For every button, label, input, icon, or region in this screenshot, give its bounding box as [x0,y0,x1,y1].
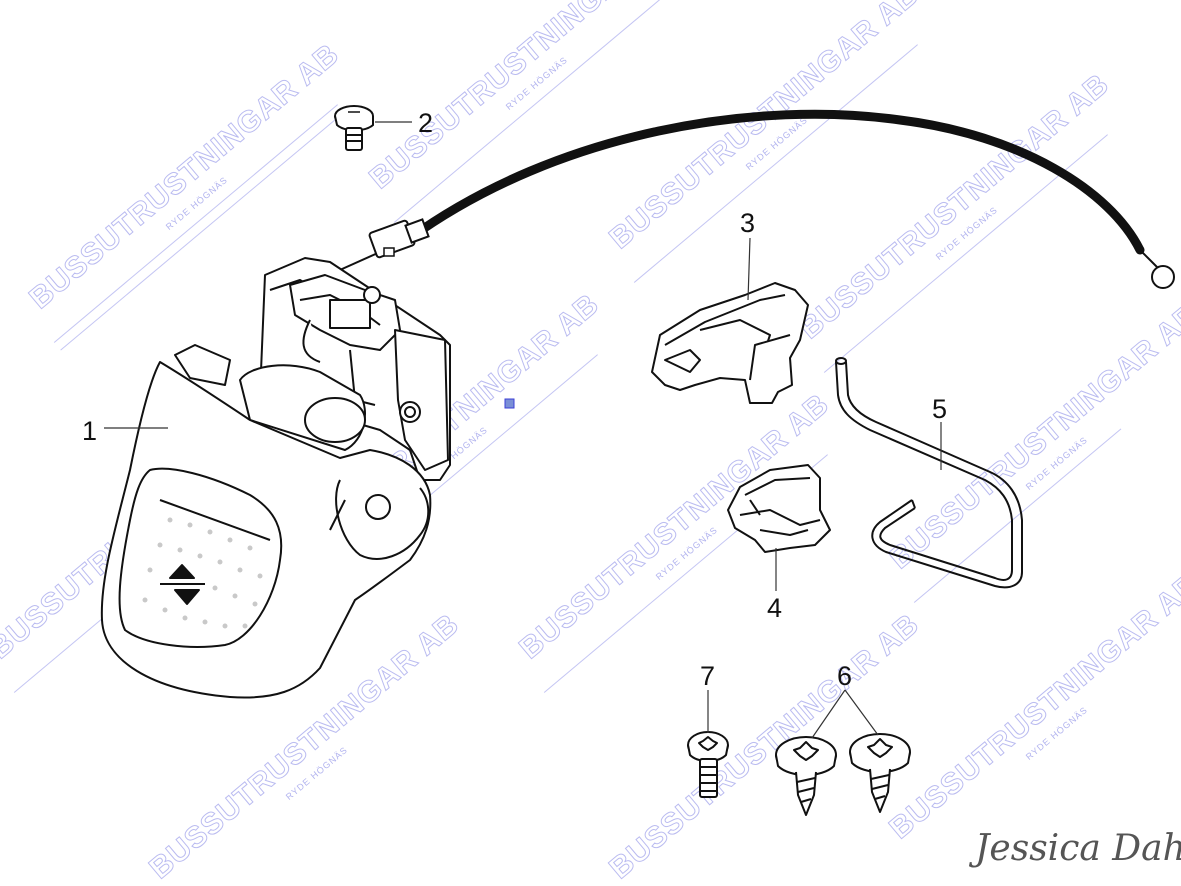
signature: Jessica Dahl [968,828,1181,869]
self-tapping-screw [775,736,837,816]
marker-icon [504,398,515,409]
callout-2: 2 [418,108,433,138]
watermark-title: BUSSUTRUSTNINGAR AB [883,298,1181,576]
screw-small [334,105,374,151]
self-tapping-screw [849,733,911,813]
watermark-title: BUSSUTRUSTNINGAR AB [883,568,1181,846]
watermark: BUSSUTRUSTNINGAR AB RYDE HÖGNÄS [883,297,1181,603]
machine-screw [687,731,729,798]
callout-7: 7 [700,661,715,691]
handle-housing [100,257,451,699]
callouts: 1 2 3 4 5 6 7 [82,108,947,691]
watermark-title: BUSSUTRUSTNINGAR AB [793,68,1115,346]
watermark: BUSSUTRUSTNINGAR AB RYDE HÖGNÄS [883,567,1181,846]
callout-4: 4 [767,593,782,623]
callout-3: 3 [740,208,755,238]
callout-1: 1 [82,416,97,446]
cable-connector [368,218,430,259]
wire-rod [835,357,1023,589]
callout-6: 6 [837,661,852,691]
leader-lines [104,121,942,739]
watermark-title: BUSSUTRUSTNINGAR AB [603,0,925,255]
bracket [651,282,809,404]
clip [727,464,831,553]
callout-5: 5 [932,394,947,424]
